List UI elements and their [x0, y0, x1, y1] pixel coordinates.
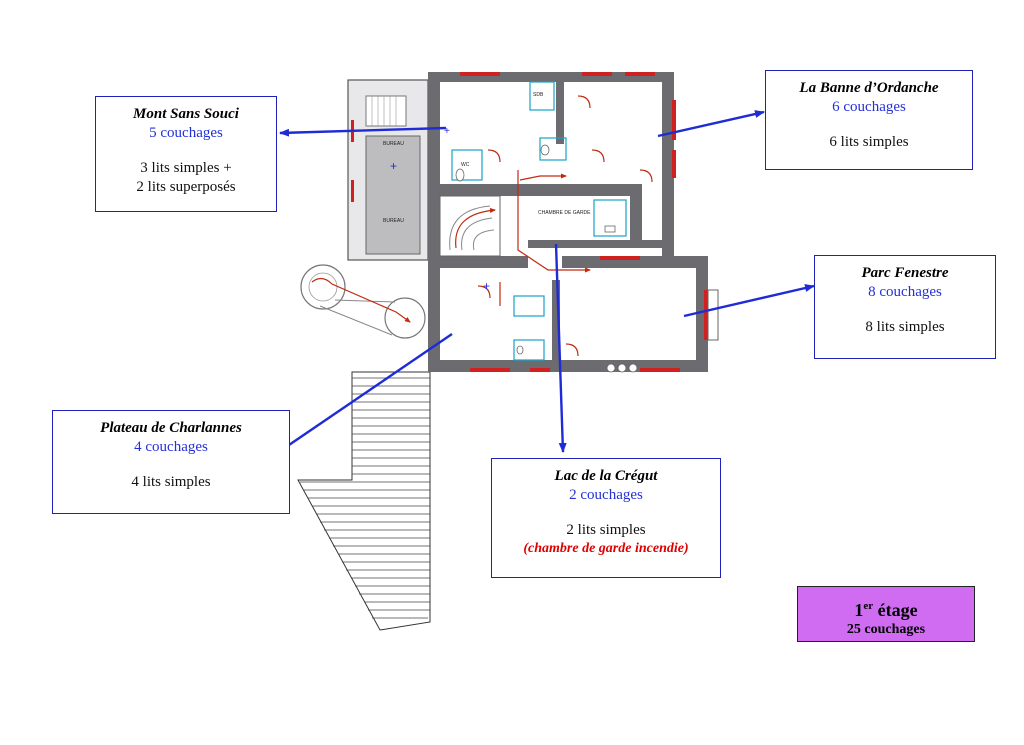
svg-text:+: + [483, 279, 490, 293]
exterior-ramp [297, 371, 431, 631]
floor-title: 1er étage [798, 595, 974, 621]
sdb-label: SDB [533, 92, 544, 98]
room-name: Lac de la Crégut [554, 468, 658, 484]
floor-number: 1 [854, 600, 864, 620]
room-desc: 8 lits simples [865, 319, 945, 335]
spiral-staircase [300, 264, 426, 339]
room-desc: 4 lits simples [131, 474, 211, 490]
room-box-mont-sans-souci: Mont Sans Souci 5 couchages 3 lits simpl… [95, 96, 277, 212]
room-name: Parc Fenestre [861, 265, 949, 281]
room-desc-2: 2 lits superposés [136, 179, 236, 195]
bureau-label-top: BUREAU [383, 141, 404, 147]
chambre-garde-label: CHAMBRE DE GARDE [538, 210, 591, 216]
room-box-plateau-charlannes: Plateau de Charlannes 4 couchages 4 lits… [52, 410, 290, 514]
room-name: Mont Sans Souci [133, 106, 239, 122]
office-block: BUREAU BUREAU + [347, 79, 429, 261]
room-box-banne-ordanche: La Banne d’Ordanche 6 couchages 6 lits s… [765, 70, 973, 170]
svg-text:+: + [390, 159, 397, 173]
arrow-banne-ordanche [657, 110, 765, 138]
arrow-plateau-charlannes [263, 333, 453, 463]
floor-total: 25 couchages [846, 622, 926, 637]
room-beds: 5 couchages [149, 125, 223, 141]
room-note: (chambre de garde incendie) [523, 541, 689, 556]
room-desc: 2 lits simples [566, 522, 646, 538]
room-desc: 6 lits simples [829, 134, 909, 150]
room-beds: 2 couchages [569, 487, 643, 503]
svg-text:+: + [444, 126, 450, 137]
arrow-lac-cregut [554, 243, 567, 453]
room-pointer-arrows [263, 110, 815, 463]
floor-summary-box: 1er étage 25 couchages [797, 586, 975, 642]
room-box-lac-cregut: Lac de la Crégut 2 couchages 2 lits simp… [491, 458, 721, 578]
room-beds: 4 couchages [134, 439, 208, 455]
wc-label: WC [461, 162, 470, 168]
room-beds: 8 couchages [868, 284, 942, 300]
room-name: Plateau de Charlannes [100, 420, 242, 436]
building-outline: SDB WC CHAMBRE DE GARDE + + [428, 72, 719, 373]
room-beds: 6 couchages [832, 99, 906, 115]
interior-staircase [439, 195, 501, 257]
bureau-label-bottom: BUREAU [383, 218, 404, 224]
arrow-parc-fenestre [683, 284, 815, 318]
room-box-parc-fenestre: Parc Fenestre 8 couchages 8 lits simples [814, 255, 996, 359]
floor-label: étage [877, 600, 918, 620]
room-desc: 3 lits simples + [140, 160, 232, 176]
room-name: La Banne d’Ordanche [799, 80, 939, 96]
floor-superscript: er [863, 600, 874, 612]
arrow-mont-sans-souci [279, 126, 447, 137]
